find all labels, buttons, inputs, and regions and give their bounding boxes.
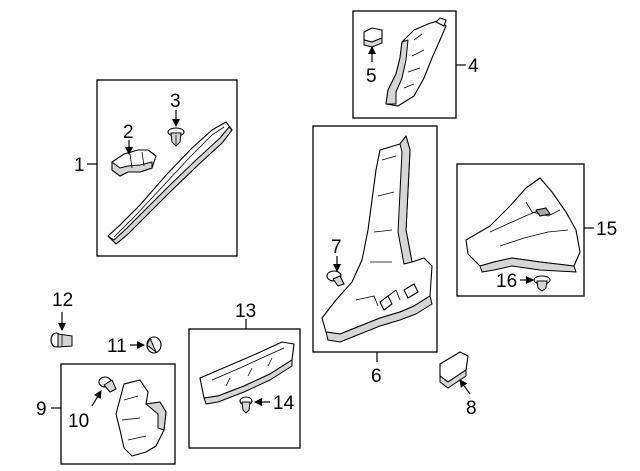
group-box-15: 15 16 (456, 163, 617, 297)
leader-10 (91, 390, 102, 407)
upper-pillar-trim-icon (385, 17, 447, 107)
cover-cap-icon (439, 351, 469, 389)
group-frame-1 (96, 79, 238, 257)
callout-5: 5 (366, 66, 377, 87)
push-pin-icon-16 (533, 275, 551, 292)
callout-10: 10 (68, 411, 89, 432)
clip-icon-5 (363, 27, 383, 48)
group-frame-13 (188, 328, 301, 449)
push-pin-icon-14 (239, 396, 253, 414)
lower-quarter-trim-icon (115, 379, 167, 457)
center-pillar-trim-icon (321, 135, 433, 343)
group-frame-9 (60, 363, 176, 465)
leader-8 (459, 379, 471, 395)
callout-7: 7 (331, 237, 342, 258)
callout-16: 16 (496, 271, 517, 292)
group-frame-15 (456, 163, 585, 297)
callout-11: 11 (107, 336, 127, 357)
callout-1: 1 (74, 155, 85, 176)
callout-4: 4 (468, 56, 479, 77)
push-pin-icon-10 (98, 376, 117, 393)
group-box-9: 9 10 (36, 363, 176, 465)
group-box-6: 6 7 (312, 125, 438, 387)
group-box-4: 4 5 (352, 10, 479, 119)
callout-13: 13 (235, 301, 256, 322)
callout-6: 6 (371, 366, 382, 387)
callout-3: 3 (170, 91, 181, 112)
group-box-1: 1 2 3 (74, 79, 238, 257)
group-frame-6 (312, 125, 438, 353)
item-11: 11 (107, 336, 162, 357)
roof-rail-trim-icon (107, 121, 233, 245)
callout-12: 12 (52, 290, 73, 311)
rear-scuff-plate-icon (465, 177, 581, 273)
push-pin-icon-3 (167, 127, 185, 147)
callout-14: 14 (273, 393, 295, 414)
plug-icon (146, 336, 162, 354)
callout-9: 9 (36, 399, 47, 420)
callout-15: 15 (596, 219, 617, 240)
push-pin-icon-12 (50, 332, 73, 348)
scuff-plate-icon (199, 341, 295, 405)
clip-icon (111, 149, 157, 177)
callout-8: 8 (466, 398, 477, 419)
item-8: 8 (439, 351, 477, 419)
group-box-13: 13 14 (188, 301, 301, 449)
item-12: 12 (50, 290, 73, 348)
callout-2: 2 (123, 122, 134, 143)
push-pin-icon-7 (326, 270, 345, 287)
